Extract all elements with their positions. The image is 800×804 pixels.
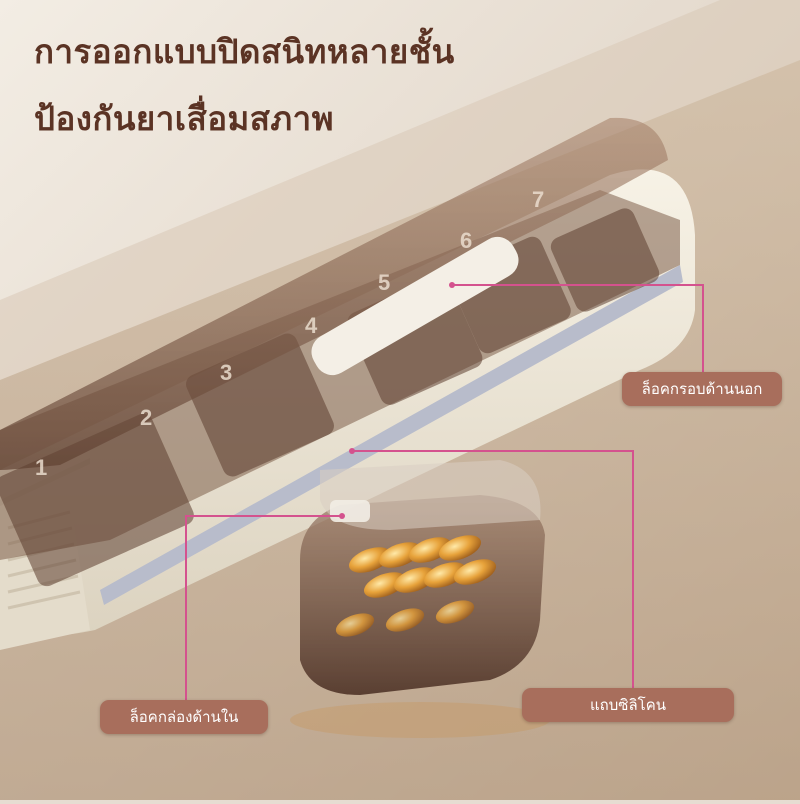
compartment-number-4: 4 bbox=[305, 313, 318, 338]
compartment-number-3: 3 bbox=[220, 360, 232, 385]
capsules bbox=[335, 535, 497, 637]
callout-outer-lock: ล็อคกรอบด้านนอก bbox=[622, 372, 782, 406]
compartment-number-6: 6 bbox=[460, 228, 472, 253]
callout-line-outer-lock bbox=[452, 284, 704, 374]
compartment-number-7: 7 bbox=[532, 187, 544, 212]
compartment-number-5: 5 bbox=[378, 270, 390, 295]
callout-dot-inner-lock bbox=[339, 513, 345, 519]
compartment-number-1: 1 bbox=[35, 455, 47, 480]
headline-line-1: การออกแบบปิดสนิทหลายชั้น bbox=[34, 32, 455, 71]
compartment-number-2: 2 bbox=[140, 405, 152, 430]
transparent-lid bbox=[0, 117, 668, 470]
headline-line-2: ป้องกันยาเสื่อมสภาพ bbox=[34, 99, 334, 138]
callout-silicone-strip: แถบซิลิโคน bbox=[522, 688, 734, 722]
callout-line-silicone-strip bbox=[352, 450, 634, 688]
callout-dot-outer-lock bbox=[449, 282, 455, 288]
callout-dot-silicone-strip bbox=[349, 448, 355, 454]
removable-pill-box bbox=[290, 460, 550, 738]
callout-line-inner-lock bbox=[185, 515, 344, 700]
callout-inner-lock: ล็อคกล่องด้านใน bbox=[100, 700, 268, 734]
compartment-numbers: 1 2 3 4 5 6 7 bbox=[35, 187, 544, 480]
